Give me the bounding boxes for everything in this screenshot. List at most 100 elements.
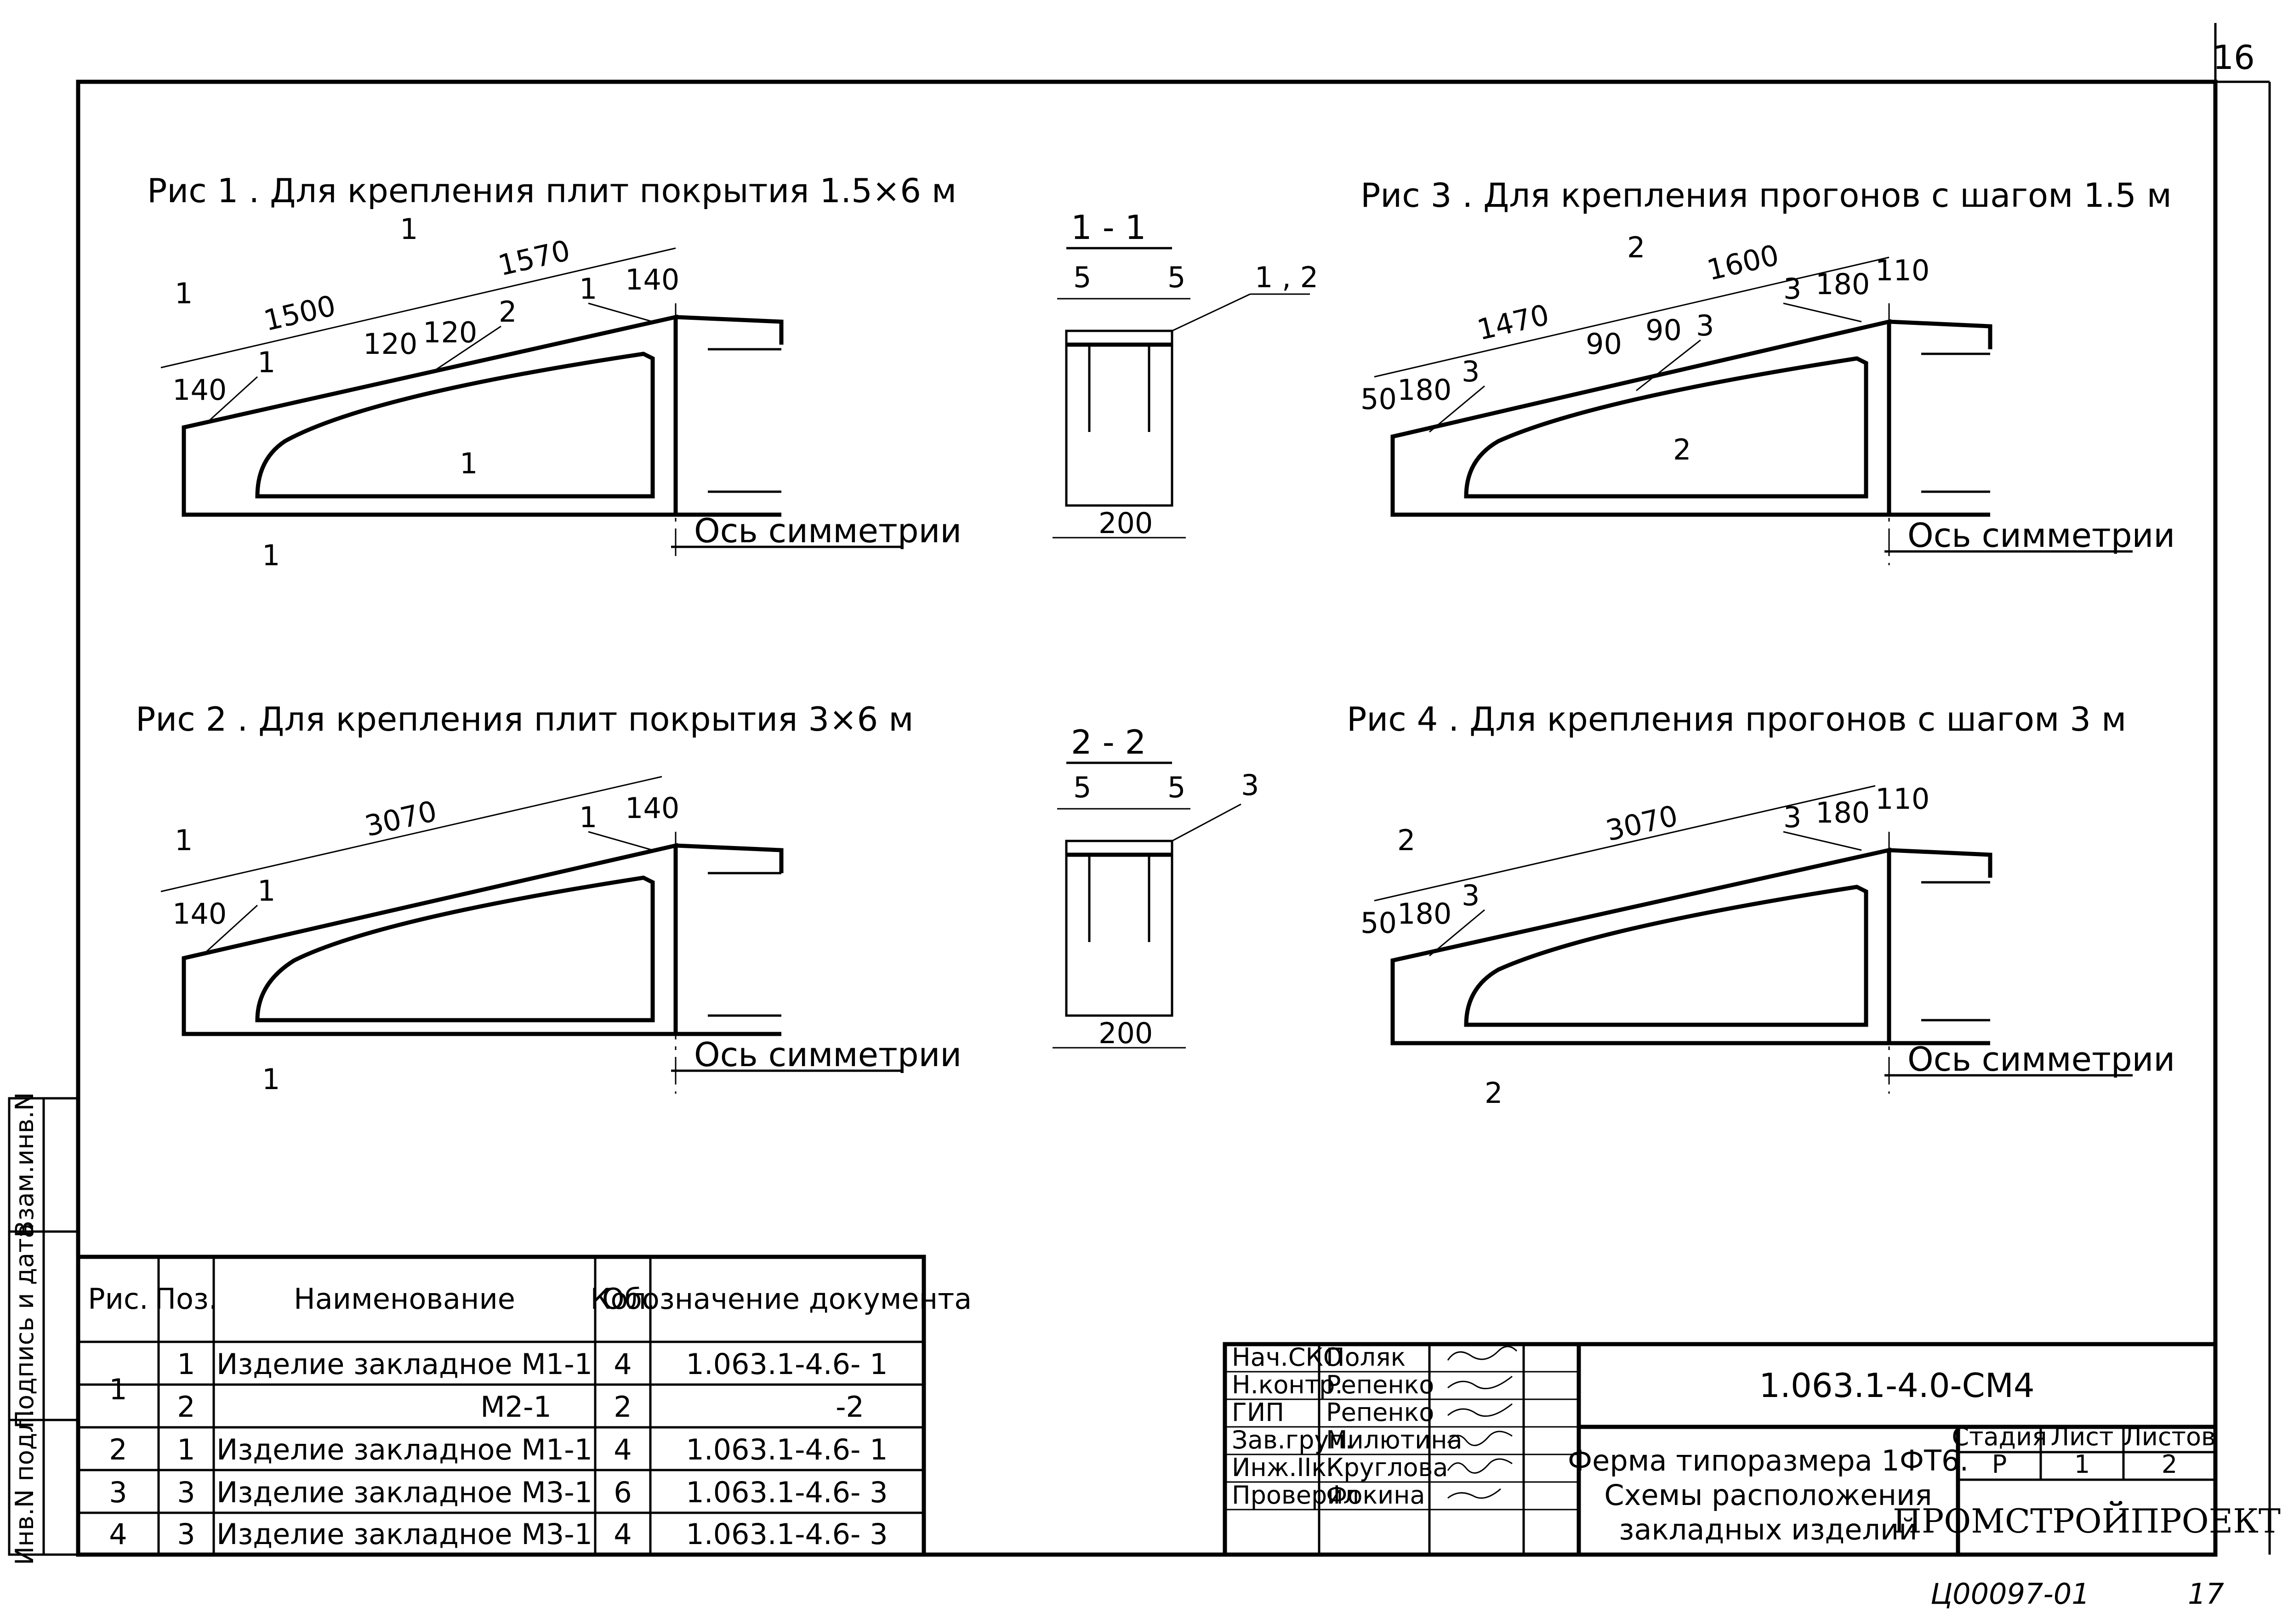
fig3-axis-label: Ось симметрии bbox=[1907, 516, 2175, 555]
signer-role-4: Зав.груп. bbox=[1232, 1425, 1353, 1454]
title-line-3: закладных изделий bbox=[1619, 1513, 1917, 1546]
section-1-1-position: 1 , 2 bbox=[1255, 261, 1318, 294]
spec-row-5-name: Изделие закладное М3-1 bbox=[216, 1517, 592, 1551]
title-line-1: Ферма типоразмера 1ФТ6. bbox=[1568, 1444, 1969, 1477]
spec-header-pos: Поз. bbox=[154, 1282, 217, 1316]
spec-row-5-doc: 1.063.1-4.6- 3 bbox=[686, 1517, 888, 1551]
sheet-number-top: 16 bbox=[2213, 38, 2255, 77]
spec-row-4-doc: 1.063.1-4.6- 3 bbox=[686, 1476, 888, 1509]
section-2-2-title: 2 - 2 bbox=[1071, 723, 1146, 761]
signatures bbox=[1447, 1346, 1518, 1499]
signer-role-2: Н.контр. bbox=[1232, 1370, 1343, 1399]
fig4-section-mark-2a: 2 bbox=[1397, 823, 1415, 857]
fig4-dim-50: 50 bbox=[1360, 906, 1397, 940]
fig4-section-mark-2b: 2 bbox=[1485, 1076, 1503, 1110]
fig3-position-3-right: 3 bbox=[1783, 272, 1801, 306]
fig3-dim-90-b: 90 bbox=[1645, 313, 1682, 347]
spec-row-5-fig: 4 bbox=[109, 1517, 127, 1551]
spec-header-qty: Кол. bbox=[590, 1282, 655, 1316]
fig1-dim-120-b: 120 bbox=[423, 316, 477, 349]
spec-table: Рис. Поз. Наименование Кол. Обозначение … bbox=[76, 1255, 972, 1557]
fig4-dim-180-left: 180 bbox=[1397, 897, 1451, 931]
figure-4-title: Рис 4 . Для крепления прогонов с шагом 3… bbox=[1347, 700, 2126, 738]
signer-name-2: Репенко bbox=[1326, 1370, 1434, 1399]
fig3-dim-180-left: 180 bbox=[1397, 373, 1451, 407]
spec-row-1-qty: 4 bbox=[614, 1347, 632, 1381]
fig3-dim-180-right: 180 bbox=[1816, 267, 1870, 301]
fig1-position-1-left: 1 bbox=[257, 346, 275, 379]
fig1-dim-140-right: 140 bbox=[625, 263, 679, 296]
section-2-2-dim-right: 5 bbox=[1167, 771, 1185, 804]
side-stamp-cell-3: Инв.N подл. bbox=[10, 1409, 39, 1565]
side-stamp: Взам.инв.N Подпись и дата Инв.N подл. bbox=[8, 1092, 80, 1565]
figure-3: Рис 3 . Для крепления прогонов с шагом 1… bbox=[1360, 176, 2175, 565]
stage-label: Стадия bbox=[1952, 1422, 2047, 1451]
fig4-position-3-left: 3 bbox=[1462, 879, 1480, 912]
drawing-frame: 16 bbox=[76, 23, 2271, 1557]
figure-2-title: Рис 2 . Для крепления плит покрытия 3×6 … bbox=[136, 700, 914, 738]
signer-name-5: Круглова bbox=[1326, 1453, 1448, 1482]
figure-3-title: Рис 3 . Для крепления прогонов с шагом 1… bbox=[1360, 176, 2172, 215]
spec-row-4-name: Изделие закладное М3-1 bbox=[216, 1476, 592, 1509]
fig3-section-mark-2a: 2 bbox=[1627, 231, 1645, 264]
spec-row-3-doc: 1.063.1-4.6- 1 bbox=[686, 1433, 888, 1466]
fig2-dim-140-left: 140 bbox=[172, 897, 227, 931]
fig2-dim-140-right: 140 bbox=[625, 791, 679, 825]
spec-row-3-fig: 2 bbox=[109, 1433, 127, 1466]
signer-role-5: Инж.IIк. bbox=[1232, 1453, 1334, 1482]
fig3-dim-50: 50 bbox=[1360, 382, 1397, 416]
spec-row-1-name: Изделие закладное М1-1 bbox=[216, 1347, 592, 1381]
fig3-position-3-mid: 3 bbox=[1696, 309, 1714, 342]
spec-row-2-name: М2-1 bbox=[480, 1390, 552, 1424]
section-2-2-position: 3 bbox=[1241, 768, 1259, 802]
spec-row-3-qty: 4 bbox=[614, 1433, 632, 1466]
signer-role-6: Проверил bbox=[1232, 1481, 1359, 1510]
spec-row-4-fig: 3 bbox=[109, 1476, 127, 1509]
spec-row-5-qty: 4 bbox=[614, 1517, 632, 1551]
fig1-section-mark-1b: 1 bbox=[400, 212, 418, 246]
side-stamp-cell-2: Подпись и дата bbox=[10, 1223, 39, 1428]
signer-name-3: Репенко bbox=[1326, 1398, 1434, 1427]
section-1-1-dim-left: 5 bbox=[1073, 261, 1091, 294]
spec-row-4-qty: 6 bbox=[614, 1476, 632, 1509]
fig1-dim-140-left: 140 bbox=[172, 373, 227, 407]
fig1-dim-120-a: 120 bbox=[363, 327, 417, 361]
fig4-dim-180-right: 180 bbox=[1816, 796, 1870, 829]
section-2-2-width: 200 bbox=[1098, 1016, 1153, 1050]
section-1-1: 1 - 1 5 5 1 , 2 200 bbox=[1053, 208, 1318, 540]
section-2-2-dim-left: 5 bbox=[1073, 771, 1091, 804]
spec-row-1-pos: 1 bbox=[177, 1347, 195, 1381]
signer-name-1: Поляк bbox=[1326, 1343, 1406, 1372]
spec-row-3-pos: 1 bbox=[177, 1433, 195, 1466]
spec-row-4-pos: 3 bbox=[177, 1476, 195, 1509]
section-1-1-title: 1 - 1 bbox=[1071, 208, 1146, 247]
fig2-axis-label: Ось симметрии bbox=[694, 1035, 962, 1074]
fig4-dim-110: 110 bbox=[1875, 782, 1929, 816]
fig2-section-mark-1a: 1 bbox=[175, 823, 193, 857]
stage-value: Р bbox=[1992, 1450, 2007, 1479]
spec-row-1-doc: 1.063.1-4.6- 1 bbox=[686, 1347, 888, 1381]
sheets-label: Листов bbox=[2123, 1422, 2216, 1451]
page-number-bottom: 17 bbox=[2188, 1577, 2224, 1611]
fig4-axis-label: Ось симметрии bbox=[1907, 1040, 2175, 1079]
fig1-section-mark-1c: 1 bbox=[460, 447, 478, 480]
fig1-section-mark-1d: 1 bbox=[262, 539, 280, 572]
title-block: Нач.СКО Поляк Н.контр. Репенко ГИП Репен… bbox=[1223, 1342, 2281, 1557]
fig3-section-mark-2b: 2 bbox=[1673, 433, 1691, 466]
archive-number: Ц00097-01 bbox=[1930, 1577, 2090, 1611]
signer-name-6: Фокина bbox=[1326, 1481, 1425, 1510]
spec-header-name: Наименование bbox=[294, 1282, 515, 1316]
figure-1-title: Рис 1 . Для крепления плит покрытия 1.5×… bbox=[147, 171, 956, 210]
title-line-2: Схемы расположения bbox=[1604, 1478, 1932, 1512]
fig2-position-1-left: 1 bbox=[257, 874, 275, 908]
spec-row-1-fig: 1 bbox=[109, 1373, 127, 1406]
sheets-value: 2 bbox=[2162, 1450, 2177, 1479]
fig3-position-3-left: 3 bbox=[1462, 355, 1480, 388]
fig1-section-mark-1a: 1 bbox=[175, 277, 193, 310]
signer-name-4: Милютина bbox=[1326, 1425, 1463, 1454]
document-designation: 1.063.1-4.0-СМ4 bbox=[1759, 1366, 2034, 1405]
fig3-dim-110: 110 bbox=[1875, 254, 1929, 287]
spec-row-2-pos: 2 bbox=[177, 1390, 195, 1424]
figure-2: Рис 2 . Для крепления плит покрытия 3×6 … bbox=[136, 700, 962, 1096]
